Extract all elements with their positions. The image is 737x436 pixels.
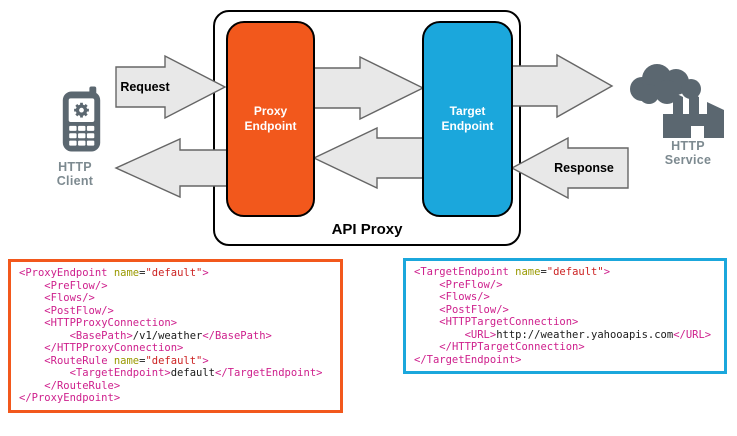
response-to-client-arrow xyxy=(114,137,228,199)
target-endpoint-label: Target Endpoint xyxy=(441,104,494,133)
gear-icon xyxy=(74,102,89,118)
http-service-label: HTTP Service xyxy=(664,139,712,167)
proxy-endpoint-box: Proxy Endpoint xyxy=(226,21,315,217)
target-endpoint-code-block: <TargetEndpoint name="default"> <PreFlow… xyxy=(403,258,727,374)
response-label: Response xyxy=(554,161,614,175)
proxy-endpoint-code-block: <ProxyEndpoint name="default"> <PreFlow/… xyxy=(8,259,343,413)
http-client-label: HTTP Client xyxy=(56,160,94,188)
request-label: Request xyxy=(120,80,170,94)
target-endpoint-box: Target Endpoint xyxy=(422,21,513,217)
api-proxy-title: API Proxy xyxy=(331,221,403,238)
mobile-phone-icon xyxy=(62,86,101,152)
factory-cloud-icon xyxy=(630,64,724,138)
target-to-service-arrow xyxy=(511,53,614,119)
proxy-endpoint-label: Proxy Endpoint xyxy=(244,104,297,133)
cloud-icon xyxy=(630,64,701,104)
factory-icon xyxy=(663,92,724,138)
